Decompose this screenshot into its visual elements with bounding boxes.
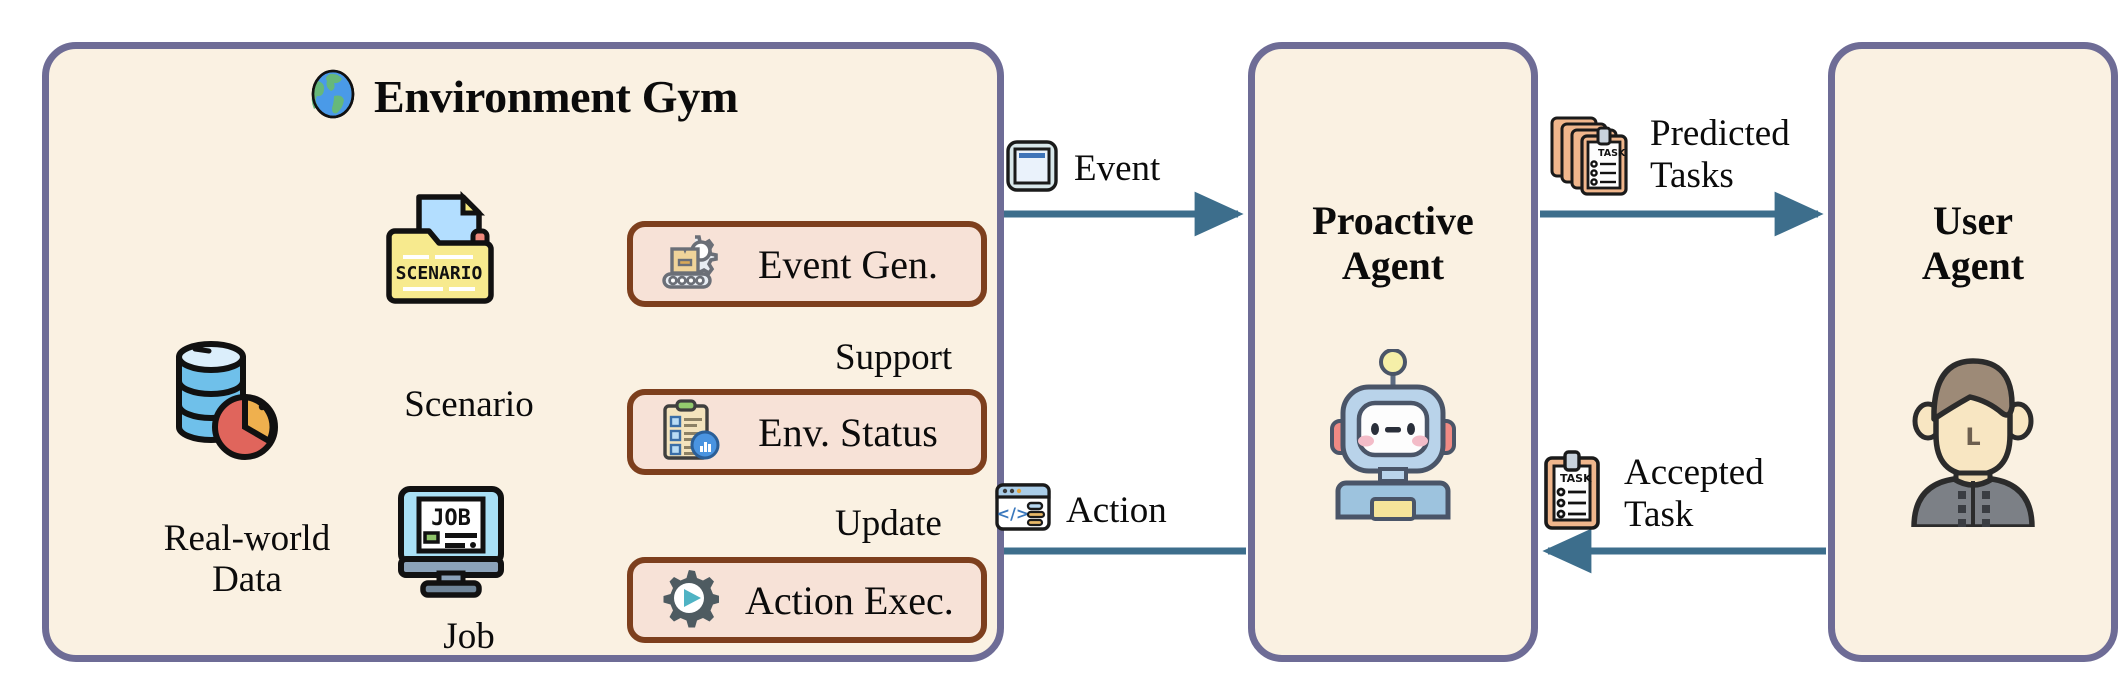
gear-play-icon [659,568,720,633]
code-window-icon: </> [994,482,1052,539]
scenario-label: Scenario [404,384,534,425]
robot-avatar-icon [1314,348,1472,526]
real-world-data-label: Real-world Data [163,518,331,600]
conveyor-gear-icon [659,233,721,296]
job-monitor-icon: JOB [393,481,509,606]
svg-text:TASK: TASK [1560,472,1592,485]
svg-text:TASK: TASK [1598,148,1626,159]
action-exec-label: Action Exec. [745,577,954,623]
scenario-badge-text: SCENARIO [396,263,483,284]
job-label: Job [443,616,495,657]
flow-label-event: Event [1004,138,1160,199]
environment-gym-panel: Environment Gym Real-wo [42,42,1004,662]
event-gen-label: Event Gen. [758,241,938,287]
flow-label-predicted-tasks: TASK Predicted Tasks [1548,108,1790,201]
svg-text:L: L [1965,423,1980,451]
proactive-agent-panel: Proactive Agent [1248,42,1538,662]
svg-text:</>: </> [997,504,1030,523]
proactive-agent-title: Proactive Agent [1312,198,1474,288]
support-edge-label: Support [835,337,953,378]
flow-event-text: Event [1074,147,1161,189]
environment-gym-title: Environment Gym [49,69,997,124]
flow-predicted-tasks-text-line1: Predicted [1650,113,1790,155]
flow-accepted-task-text-line2: Task [1624,493,1694,535]
scenario-folder-icon: SCENARIO [381,187,507,318]
flow-label-accepted-task: TASK Accepted Task [1540,448,1764,539]
process-box-action-exec[interactable]: Action Exec. [627,557,987,643]
clipboard-chart-icon [659,398,721,466]
task-clipboard-icon: TASK [1540,448,1610,539]
user-agent-title: User Agent [1921,198,2025,288]
globe-icon [308,69,358,124]
env-status-label: Env. Status [758,409,938,455]
environment-gym-label: Environment Gym [374,71,738,122]
update-edge-label: Update [835,503,942,544]
user-agent-panel: User Agent L [1828,42,2118,662]
process-box-env-status[interactable]: Env. Status [627,389,987,475]
flow-label-action: </> Action [994,482,1167,539]
flow-action-text: Action [1066,489,1167,531]
window-panel-icon [1004,138,1060,199]
process-box-event-gen[interactable]: Event Gen. [627,221,987,307]
person-avatar-icon: L [1894,349,2052,532]
database-pie-icon [157,331,287,476]
flow-accepted-task-text-line1: Accepted [1624,452,1764,494]
flow-predicted-tasks-text-line2: Tasks [1650,154,1734,196]
job-badge-text: JOB [431,506,471,531]
task-stack-icon: TASK [1548,108,1636,201]
